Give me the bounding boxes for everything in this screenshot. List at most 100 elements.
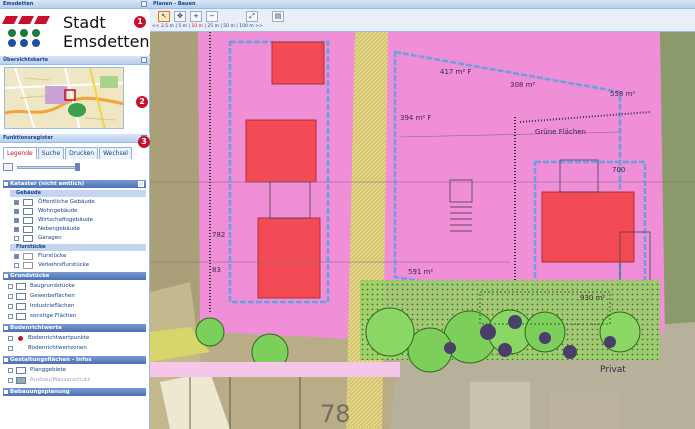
legend-label: Ausbau/Wasserschutz: [30, 377, 91, 383]
layer-checkbox[interactable]: [8, 304, 13, 309]
tab-drucken[interactable]: Drucken: [65, 147, 99, 159]
layer-checkbox[interactable]: [8, 314, 13, 319]
legend-row[interactable]: Ausbau/Wasserschutz: [8, 376, 146, 385]
legend-label: Nebengebäude: [38, 226, 80, 232]
layer-checkbox[interactable]: [14, 254, 19, 259]
section-menu-icon[interactable]: [138, 181, 144, 187]
scale-option-active[interactable]: 10 m: [191, 24, 203, 29]
scale-option[interactable]: 100 m >>: [239, 24, 263, 29]
layer-checkbox[interactable]: [8, 378, 13, 383]
layer-checkbox[interactable]: [14, 263, 19, 268]
function-tabs: Legende Suche Drucken Wechsel: [3, 147, 132, 159]
subsection-flurstuecke[interactable]: Flurstücke: [10, 244, 146, 251]
legend-label: Wohngebäude: [38, 208, 78, 214]
house-number-label: 78: [320, 400, 351, 428]
tab-legende[interactable]: Legende: [3, 147, 37, 159]
legend-row[interactable]: Baugrundstücke: [8, 282, 146, 291]
badge-1: 1: [134, 16, 146, 28]
zoom-scale-bar[interactable]: << 2.5 m | 5 m | 10 m | 25 m | 50 m | 10…: [152, 24, 263, 29]
map-panel-title: Planen - Bauen: [153, 1, 196, 7]
zoom-out-button[interactable]: −: [206, 11, 218, 22]
collapse-icon: [4, 358, 8, 362]
legend-row[interactable]: Wirtschaftsgebäude: [14, 216, 146, 225]
layer-checkbox[interactable]: [14, 227, 19, 232]
scale-option[interactable]: 50 m: [223, 24, 235, 29]
legend-label: Planggebiete: [30, 367, 67, 373]
function-panel-title: Funktionsregister: [3, 135, 54, 141]
layer-checkbox[interactable]: [14, 218, 19, 223]
collapse-button[interactable]: [141, 57, 147, 63]
legend-row[interactable]: Bodenrichtwertzonen: [8, 344, 146, 353]
scale-option[interactable]: 5 m: [178, 24, 188, 29]
value-point-icon: [17, 335, 24, 342]
subsection-gebaeude[interactable]: Gebäude: [10, 190, 146, 197]
layer-checkbox[interactable]: [8, 368, 13, 373]
pan-tool-button[interactable]: ✥: [174, 11, 186, 22]
map-toolbar: ↖ ✥ + − ⤢ ▤ << 2.5 m | 5 m | 10 m | 25 m…: [150, 9, 695, 32]
tab-suche[interactable]: Suche: [37, 147, 65, 159]
section-bodenrichtwerte[interactable]: Bodenrichtwerte: [3, 324, 146, 332]
legend-row[interactable]: Planggebiete: [8, 366, 146, 375]
parcel-number-label: 83: [212, 266, 221, 274]
section-kataster[interactable]: Kataster (nicht amtlich): [3, 180, 146, 188]
slider-handle[interactable]: [75, 163, 80, 171]
legend-row[interactable]: Öffentliche Gebäude: [14, 198, 146, 207]
layer-checkbox[interactable]: [14, 209, 19, 214]
layer-checkbox[interactable]: [14, 200, 19, 205]
collapse-icon: [4, 274, 8, 278]
badge-2: 2: [136, 96, 148, 108]
print-map-button[interactable]: ▤: [272, 11, 284, 22]
legend-row[interactable]: Nebengebäude: [14, 225, 146, 234]
collapse-icon: [4, 390, 8, 394]
layer-checkbox[interactable]: [8, 346, 13, 351]
legend-label: Flurstücke: [38, 253, 67, 259]
layer-icon[interactable]: [3, 163, 13, 171]
legend-swatch: [23, 235, 33, 242]
parcel-area-label: 417 m² F: [440, 68, 471, 76]
scale-option[interactable]: << 2.5 m: [152, 24, 174, 29]
legend-row[interactable]: Garagen: [14, 234, 146, 243]
legend-row[interactable]: Industrieflächen: [8, 302, 146, 311]
legend-row[interactable]: sonstige Flächen: [8, 312, 146, 321]
layer-checkbox[interactable]: [8, 294, 13, 299]
scale-option[interactable]: 25 m: [207, 24, 219, 29]
layer-checkbox[interactable]: [8, 336, 13, 341]
legend-swatch: [16, 303, 26, 310]
section-bodenrichtwerte-label: Bodenrichtwerte: [10, 325, 62, 331]
legend-row[interactable]: Wohngebäude: [14, 207, 146, 216]
legend-swatch: [16, 313, 26, 320]
legend-label: Gewerbeflächen: [30, 293, 75, 299]
tab-wechsel[interactable]: Wechsel: [99, 147, 132, 159]
overview-panel-title: Übersichtskarte: [3, 57, 49, 63]
select-tool-button[interactable]: ↖: [158, 11, 170, 22]
legend-row[interactable]: Verkehrsflurstücke: [14, 261, 146, 270]
section-grundstuecke[interactable]: Grundstücke: [3, 272, 146, 280]
legend-swatch: [23, 217, 33, 224]
emsdetten-emblem-icon: [2, 16, 50, 47]
left-sidebar: Emsdetten Stadt Emsdetten 1 Übersichtska…: [0, 0, 150, 429]
legend-row[interactable]: Gewerbeflächen: [8, 292, 146, 301]
legend-row[interactable]: Bodenrichtwertpunkte: [8, 334, 146, 343]
section-grundstuecke-label: Grundstücke: [10, 273, 50, 279]
collapse-icon: [4, 182, 8, 186]
legend-label: Öffentliche Gebäude: [38, 199, 95, 205]
map-canvas[interactable]: 417 m² F 308 m² 558 m² 394 m² F 591 m² 9…: [150, 32, 695, 429]
opacity-slider[interactable]: [17, 166, 77, 169]
full-extent-button[interactable]: ⤢: [246, 11, 258, 22]
logo-city-line2: Emsdetten: [63, 32, 150, 51]
subsection-flurstuecke-label: Flurstücke: [16, 244, 46, 250]
legend-swatch: [23, 208, 33, 215]
function-panel-header: Funktionsregister: [0, 134, 150, 143]
layer-checkbox[interactable]: [8, 284, 13, 289]
overview-panel: Übersichtskarte 2: [0, 56, 150, 134]
collapse-button[interactable]: [141, 1, 147, 7]
zoom-in-button[interactable]: +: [190, 11, 202, 22]
map-panel-header: Planen - Bauen: [150, 0, 695, 9]
parcel-area-label: 930 m²: [580, 294, 605, 302]
layer-checkbox[interactable]: [14, 236, 19, 241]
section-bebauungsplanung[interactable]: Bebauungsplanung: [3, 388, 146, 396]
legend-swatch: [16, 283, 26, 290]
legend-row[interactable]: Flurstücke: [14, 252, 146, 261]
section-gestaltung[interactable]: Gestaltungsflächen - Infos: [3, 356, 146, 364]
overview-map[interactable]: [4, 67, 124, 129]
